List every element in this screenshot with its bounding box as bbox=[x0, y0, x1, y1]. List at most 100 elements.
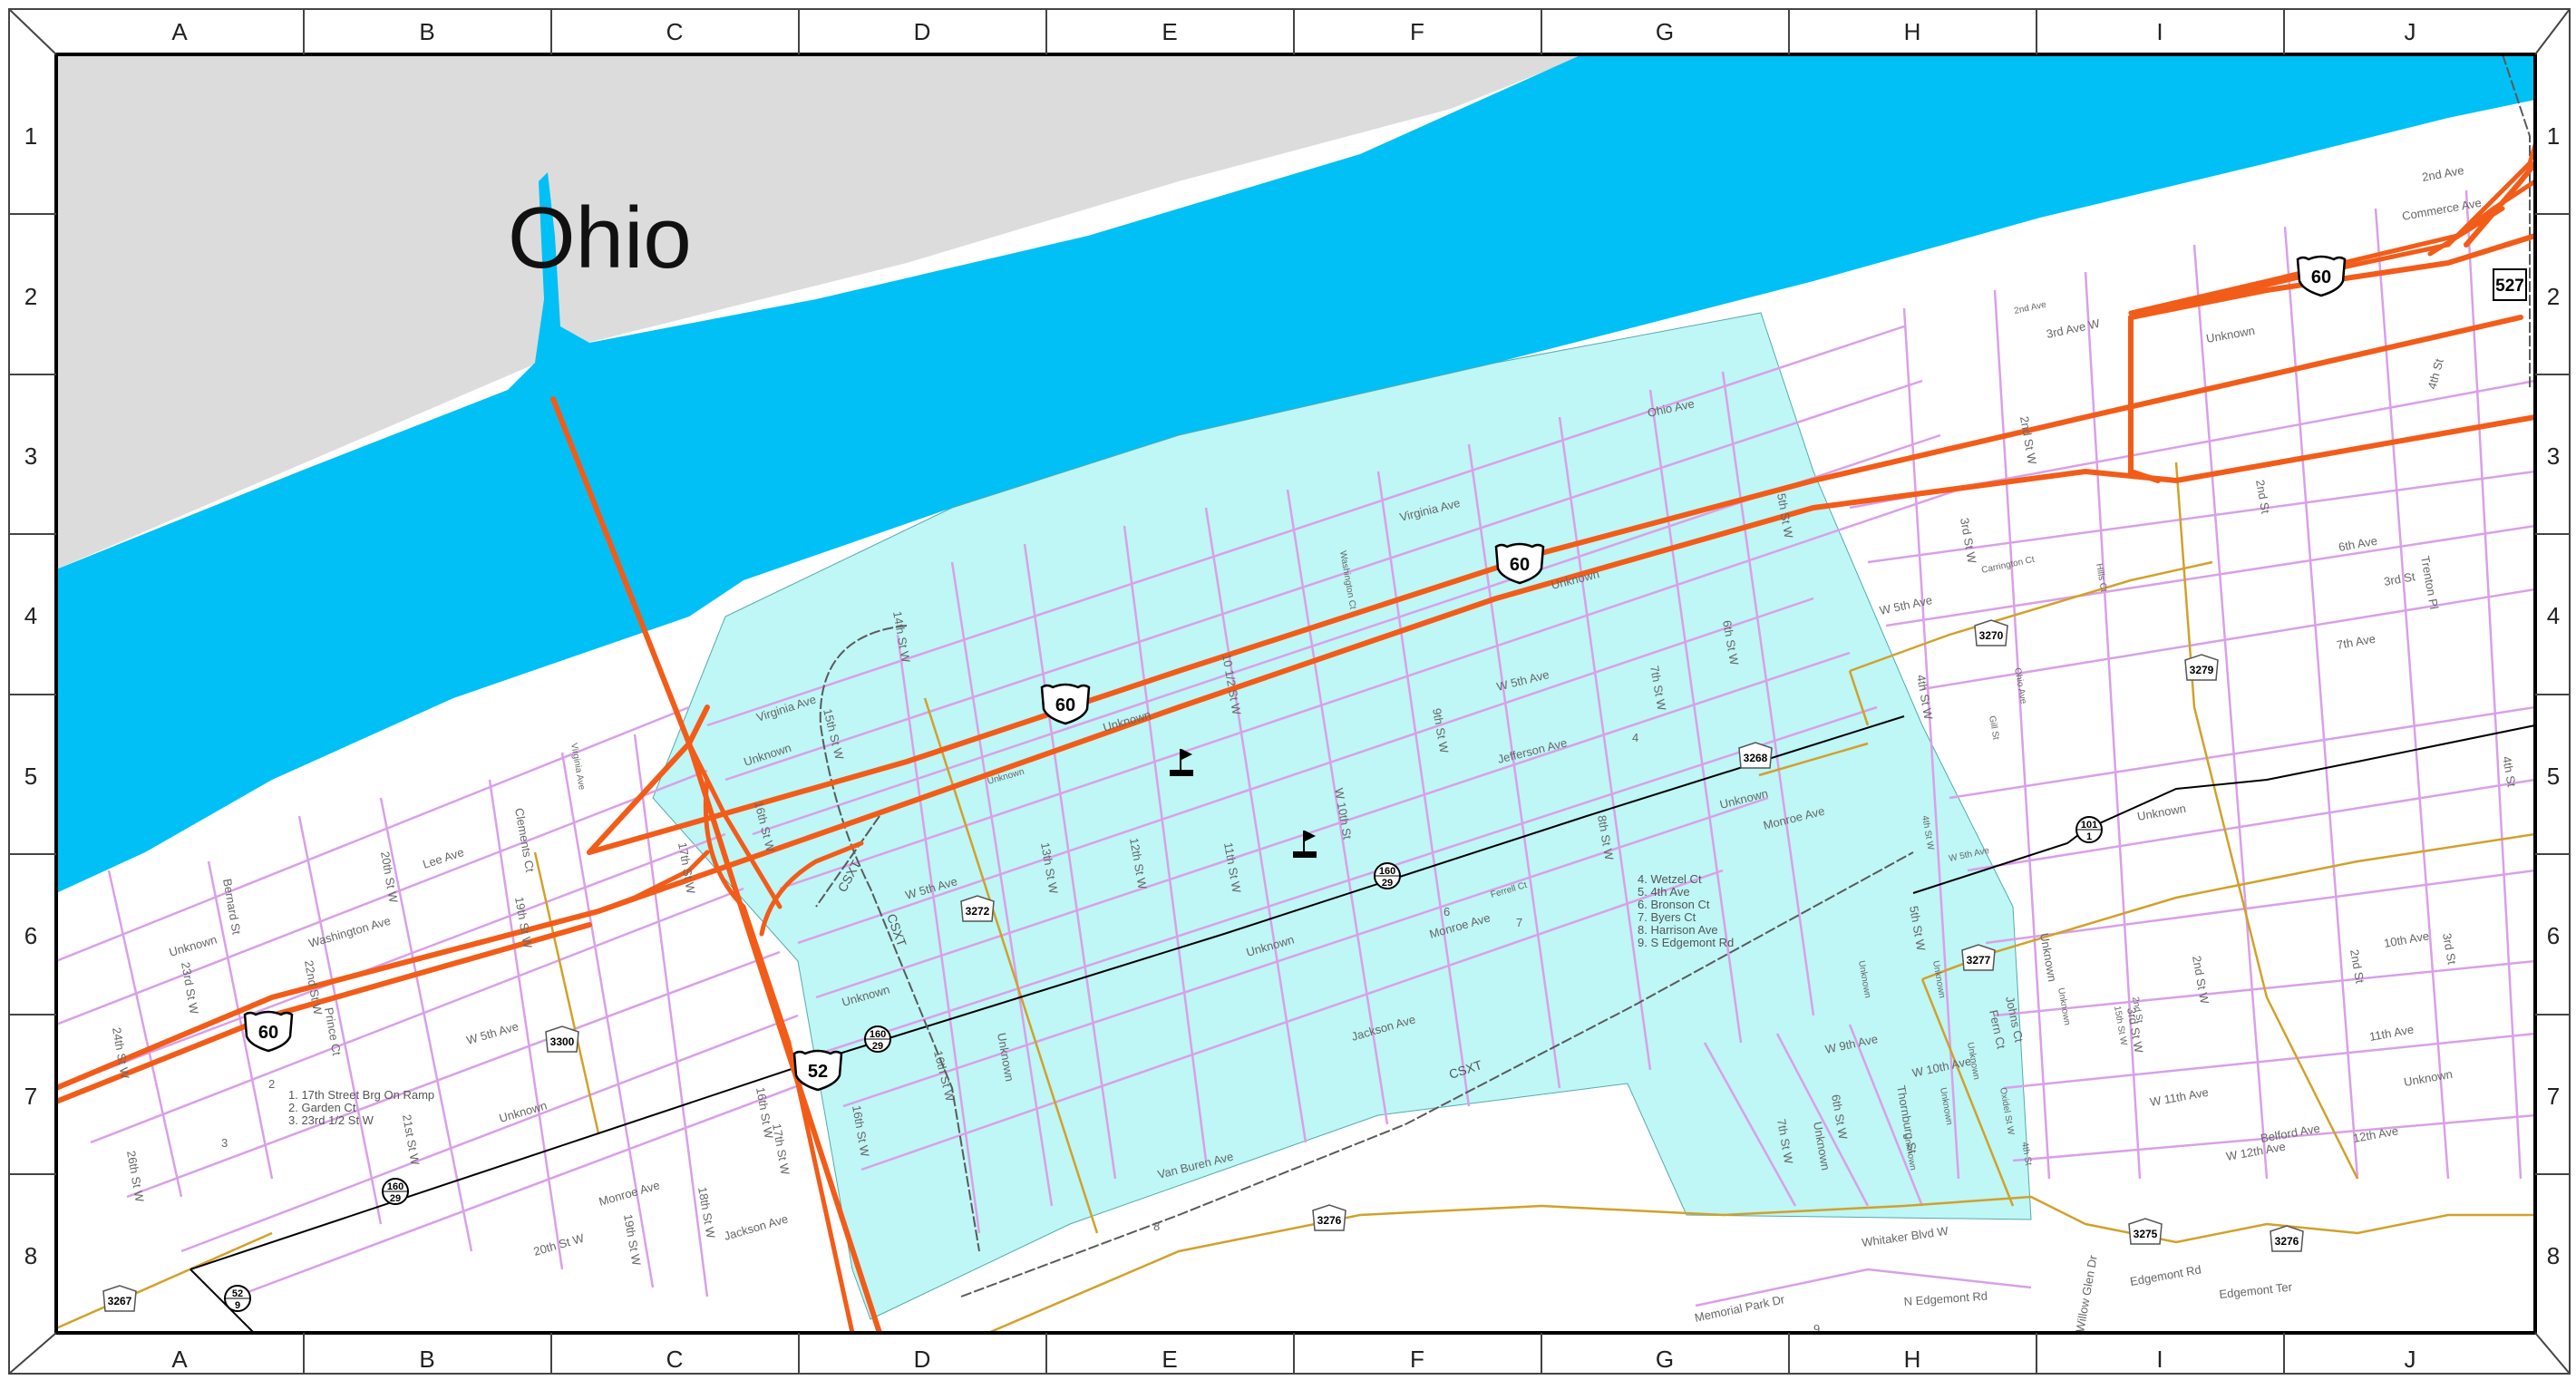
svg-text:527: 527 bbox=[2495, 277, 2524, 296]
street-number: 4 bbox=[1632, 731, 1638, 744]
route-52-9-shield[interactable]: 52 9 bbox=[224, 1285, 251, 1312]
svg-text:3300: 3300 bbox=[550, 1035, 575, 1048]
grid-column-label: B bbox=[419, 1346, 434, 1373]
svg-text:160: 160 bbox=[387, 1181, 403, 1192]
grid-column-label: C bbox=[666, 18, 684, 45]
street-label: 7th Ave bbox=[2336, 632, 2377, 652]
county-route-shield[interactable]: 3300 bbox=[545, 1025, 579, 1053]
state-routes bbox=[190, 715, 2535, 1333]
legend-right: 4. Wetzel Ct 5. 4th Ave 6. Bronson Ct 7.… bbox=[1638, 872, 1734, 949]
county-route-shield[interactable]: 3276 bbox=[1312, 1204, 1346, 1231]
legend-item: 8. Harrison Ave bbox=[1638, 923, 1718, 937]
legend-item: 4. Wetzel Ct bbox=[1638, 872, 1702, 886]
county-route-shield[interactable]: 3267 bbox=[102, 1285, 137, 1312]
legend-item: 2. Garden Ct bbox=[288, 1101, 356, 1114]
grid-column-label: F bbox=[1410, 1346, 1424, 1373]
svg-text:3279: 3279 bbox=[2190, 664, 2214, 676]
route-101-shield[interactable]: 101 1 bbox=[2075, 816, 2103, 843]
county-route-shield[interactable]: 3272 bbox=[960, 895, 995, 922]
street-number: 8 bbox=[1153, 1220, 1160, 1233]
route-527-shield[interactable]: 527 bbox=[2493, 268, 2527, 301]
svg-text:3276: 3276 bbox=[2275, 1235, 2299, 1248]
grid-column-label: E bbox=[1162, 18, 1177, 45]
svg-text:9: 9 bbox=[235, 1300, 240, 1311]
grid-row-label: 2 bbox=[24, 283, 37, 310]
grid-row-label: 6 bbox=[24, 922, 37, 949]
svg-text:52: 52 bbox=[808, 1062, 828, 1082]
grid-column-label: H bbox=[1904, 18, 1921, 45]
legend-item: 6. Bronson Ct bbox=[1638, 898, 1710, 911]
ohio-land bbox=[56, 54, 1587, 569]
grid-column-label: C bbox=[666, 1346, 684, 1373]
grid-row-label: 1 bbox=[24, 122, 37, 150]
svg-text:3277: 3277 bbox=[1967, 954, 1991, 967]
grid-column-label: G bbox=[1656, 18, 1674, 45]
legend-item: 1. 17th Street Brg On Ramp bbox=[288, 1088, 434, 1102]
legend-item: 9. S Edgemont Rd bbox=[1638, 936, 1734, 949]
grid-row-label: 8 bbox=[2547, 1242, 2560, 1269]
ohio-river bbox=[56, 54, 2535, 893]
grid-column-label: D bbox=[914, 1346, 931, 1373]
svg-text:29: 29 bbox=[390, 1193, 401, 1204]
grid-row-label: 3 bbox=[2547, 442, 2560, 470]
legend-left: 1. 17th Street Brg On Ramp 2. Garden Ct … bbox=[288, 1088, 434, 1127]
svg-text:29: 29 bbox=[1382, 878, 1393, 889]
grid-column-label: G bbox=[1656, 1346, 1674, 1373]
svg-text:60: 60 bbox=[2311, 267, 2331, 287]
svg-text:60: 60 bbox=[258, 1023, 278, 1043]
flag-icon bbox=[1170, 749, 1193, 776]
grid-column-label: I bbox=[2156, 1346, 2163, 1373]
street-number: 3 bbox=[221, 1136, 228, 1150]
svg-text:29: 29 bbox=[872, 1041, 883, 1052]
street-number: 7 bbox=[1516, 916, 1522, 929]
local-streets bbox=[56, 190, 2535, 1307]
grid-row-label: 7 bbox=[2547, 1083, 2560, 1110]
street-label: 2nd St bbox=[2253, 479, 2272, 515]
route-160-shield[interactable]: 160 29 bbox=[864, 1025, 891, 1053]
svg-text:60: 60 bbox=[1510, 555, 1530, 575]
route-160-shield[interactable]: 160 29 bbox=[1374, 862, 1401, 889]
street-label: 3rd St bbox=[2440, 932, 2459, 966]
svg-text:52: 52 bbox=[232, 1288, 243, 1299]
svg-text:160: 160 bbox=[870, 1029, 886, 1040]
county-route-shield[interactable]: 3268 bbox=[1738, 742, 1773, 769]
grid-row-labels-left: 1 2 3 4 5 6 7 8 bbox=[24, 122, 37, 1269]
us-52-shield[interactable]: 52 bbox=[792, 1049, 843, 1092]
grid-column-label: A bbox=[171, 1346, 188, 1373]
county-route-shield[interactable]: 3270 bbox=[1974, 619, 2008, 646]
county-route-shield[interactable]: 3275 bbox=[2128, 1218, 2163, 1245]
legend-item: 7. Byers Ct bbox=[1638, 910, 1696, 924]
street-label: Gill St bbox=[1987, 715, 2001, 741]
us-60-shield[interactable]: 60 bbox=[2296, 255, 2347, 297]
svg-text:160: 160 bbox=[1379, 866, 1395, 877]
grid-row-label: 2 bbox=[2547, 283, 2560, 310]
grid-row-label: 6 bbox=[2547, 922, 2560, 949]
street-label: 3rd St bbox=[2383, 569, 2416, 588]
grid-column-label: J bbox=[2405, 18, 2416, 45]
county-route-shield[interactable]: 3277 bbox=[1961, 944, 1996, 971]
svg-text:1: 1 bbox=[2086, 831, 2092, 842]
grid-frame bbox=[8, 8, 2571, 1375]
us-60-shield[interactable]: 60 bbox=[243, 1010, 294, 1053]
county-route-shield[interactable]: 3279 bbox=[2184, 654, 2219, 681]
route-160-shield[interactable]: 160 29 bbox=[382, 1178, 409, 1205]
grid-column-label: A bbox=[171, 18, 188, 45]
svg-text:60: 60 bbox=[1055, 695, 1075, 715]
street-label: N Edgemont Rd bbox=[1903, 1289, 1988, 1308]
us-60-shield[interactable]: 60 bbox=[1494, 542, 1545, 585]
svg-text:3272: 3272 bbox=[966, 905, 990, 918]
street-number: 9 bbox=[1813, 1322, 1820, 1336]
route-shields[interactable]: 60 60 60 60 52 527 160 29 bbox=[102, 255, 2527, 1312]
grid-row-label: 5 bbox=[24, 763, 37, 790]
street-number: 6 bbox=[1444, 905, 1450, 918]
us-60-shield[interactable]: 60 bbox=[1040, 683, 1091, 725]
county-route-shield[interactable]: 3276 bbox=[2270, 1225, 2304, 1252]
grid-column-label: J bbox=[2405, 1346, 2416, 1373]
grid-column-label: F bbox=[1410, 18, 1424, 45]
grid-row-label: 8 bbox=[24, 1242, 37, 1269]
region-label: Ohio bbox=[508, 190, 692, 287]
street-label: 2nd St bbox=[2348, 948, 2367, 985]
city-area bbox=[652, 312, 2032, 1320]
grid-column-label: I bbox=[2156, 18, 2163, 45]
